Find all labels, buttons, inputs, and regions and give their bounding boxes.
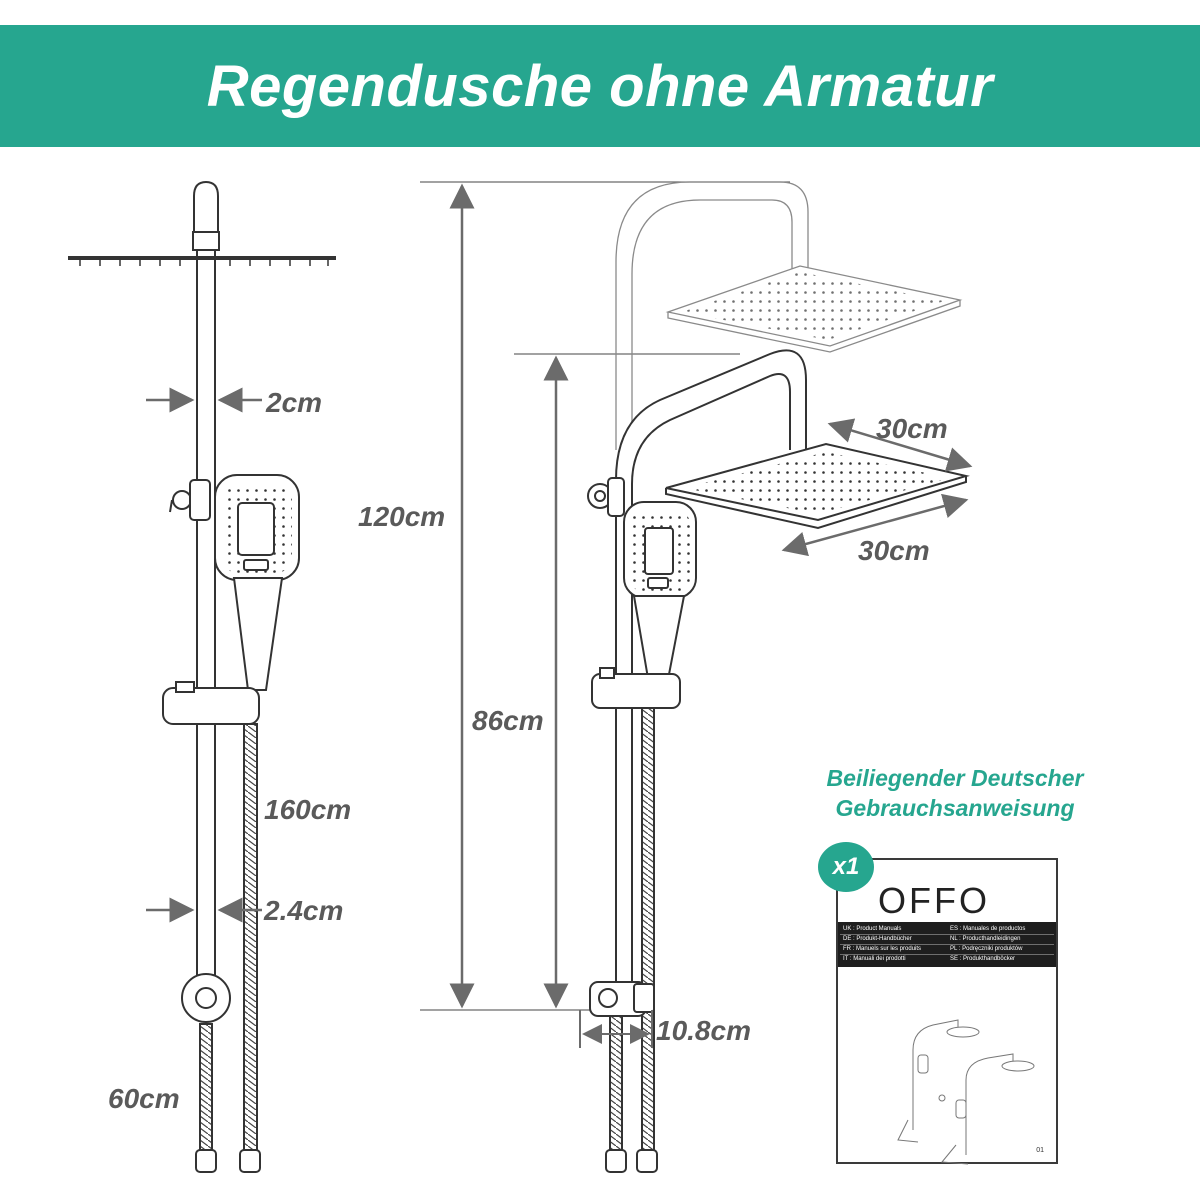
- title-banner: Regendusche ohne Armatur: [0, 25, 1200, 147]
- language-row: FR : Manuels sur les produits PL : Podrę…: [840, 944, 1054, 954]
- language-entry: SE : Produkthandböcker: [950, 956, 1016, 962]
- pipe-diameter-arrows: [146, 387, 262, 923]
- lower-height-label: 86cm: [472, 705, 544, 736]
- quantity-badge: x1: [818, 842, 874, 892]
- language-entry: FR : Manuels sur les produits: [843, 946, 922, 952]
- manual-brand: OFFO: [878, 880, 990, 921]
- pipe-diameter-label: 2cm: [265, 387, 322, 418]
- head-width-label: 30cm: [876, 413, 948, 444]
- manual-note-line1: Beiliegender Deutscher: [826, 765, 1084, 791]
- total-height-label: 120cm: [358, 501, 445, 532]
- language-entry: DE : Produkt-Handbücher: [843, 936, 912, 942]
- language-entry: UK : Product Manuals: [843, 926, 902, 932]
- language-entry: ES : Manuales de productos: [950, 926, 1026, 932]
- manual-illustration: [897, 1019, 1035, 1165]
- manual-note-line2: Gebrauchsanweisung: [835, 795, 1075, 821]
- head-depth-label: 30cm: [858, 535, 930, 566]
- side-view: [68, 180, 336, 1173]
- manual-language-table: UK : Product Manuals ES : Manuales de pr…: [838, 922, 1056, 967]
- raised-position-outline: [615, 181, 963, 450]
- language-entry: PL : Podręczniki produktów: [950, 946, 1023, 952]
- manual-page-number: 01: [1036, 1147, 1044, 1154]
- product-manual: OFFO UK : Product Manuals ES : Manuales …: [836, 858, 1058, 1165]
- connector-spacing-label: 10.8cm: [656, 1015, 751, 1046]
- hand-hose-length-label: 160cm: [264, 794, 351, 825]
- head-size-dimensions: [781, 418, 973, 557]
- connector-spacing-dimension: [579, 1010, 653, 1048]
- language-entry: IT : Manuali dei prodotti: [843, 956, 906, 962]
- language-row: DE : Produkt-Handbücher NL : Producthand…: [840, 934, 1054, 944]
- language-entry: NL : Producthandleidingen: [950, 936, 1021, 942]
- language-row: UK : Product Manuals ES : Manuales de pr…: [840, 925, 1054, 934]
- connector-hose-length-label: 60cm: [108, 1083, 180, 1114]
- language-row: IT : Manuali dei prodotti SE : Produktha…: [840, 954, 1054, 964]
- manual-note: Beiliegender Deutscher Gebrauchsanweisun…: [790, 763, 1120, 823]
- page-title: Regendusche ohne Armatur: [206, 53, 994, 119]
- slider-diameter-label: 2.4cm: [263, 895, 343, 926]
